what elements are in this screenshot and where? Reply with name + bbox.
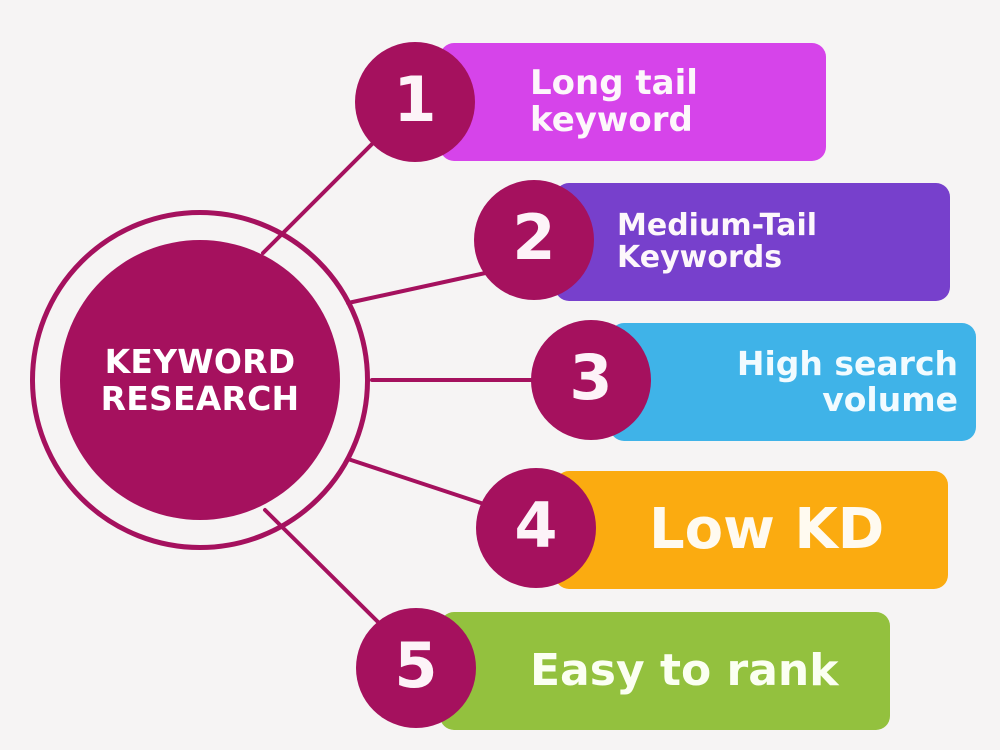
item-number-3: 3 [569, 341, 613, 414]
item-label-5: Easy to rank [530, 645, 839, 697]
item-bar-2[interactable]: Medium-Tail Keywords [555, 183, 950, 301]
item-label-3: High search volume [736, 344, 958, 419]
connector-line-4 [346, 457, 495, 509]
item-number-badge-5[interactable]: 5 [356, 608, 476, 728]
item-number-1: 1 [393, 63, 437, 136]
hub-label: KEYWORD RESEARCH [100, 341, 300, 418]
item-number-badge-3[interactable]: 3 [531, 320, 651, 440]
hub-disc: KEYWORD RESEARCH [60, 240, 340, 520]
item-bar-3[interactable]: High search volume [610, 323, 976, 441]
item-number-5: 5 [394, 629, 438, 702]
item-bar-4[interactable]: Low KD [555, 471, 948, 589]
item-label-1: Long tail keyword [530, 63, 698, 140]
item-bar-1[interactable]: Long tail keyword [440, 43, 826, 161]
hub-outer-ring [30, 210, 370, 550]
item-number-badge-1[interactable]: 1 [355, 42, 475, 162]
item-number-2: 2 [512, 201, 556, 274]
item-label-2: Medium-Tail Keywords [617, 207, 818, 275]
item-bar-5[interactable]: Easy to rank [440, 612, 890, 730]
connector-line-5 [263, 508, 383, 627]
item-number-badge-4[interactable]: 4 [476, 468, 596, 588]
item-label-4: Low KD [649, 496, 885, 562]
item-number-4: 4 [514, 489, 558, 562]
central-hub: KEYWORD RESEARCH [30, 210, 370, 550]
connector-line-2 [346, 270, 492, 305]
item-number-badge-2[interactable]: 2 [474, 180, 594, 300]
